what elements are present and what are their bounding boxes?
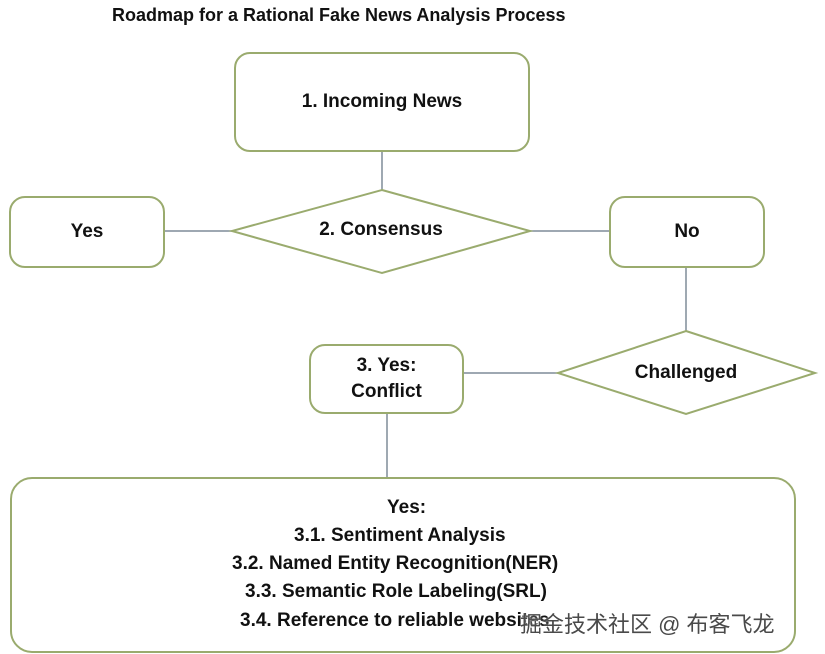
incoming-news-node: 1. Incoming News xyxy=(234,52,530,152)
yes-label: Yes xyxy=(70,221,104,242)
analysis-item-ner: 3.2. Named Entity Recognition(NER) xyxy=(232,553,559,574)
conflict-label-line2: Conflict xyxy=(351,381,422,402)
analysis-item-reference: 3.4. Reference to reliable websites xyxy=(240,610,550,631)
diagram-title: Roadmap for a Rational Fake News Analysi… xyxy=(112,5,566,25)
analysis-header: Yes: xyxy=(387,497,427,518)
conflict-label-line1: 3. Yes: xyxy=(356,355,417,377)
consensus-diamond xyxy=(228,188,534,275)
analysis-item-srl: 3.3. Semantic Role Labeling(SRL) xyxy=(245,581,547,602)
analysis-item-sentiment: 3.1. Sentiment Analysis xyxy=(294,525,506,546)
challenged-label: Challenged xyxy=(634,362,738,383)
no-node: No xyxy=(609,196,765,268)
incoming-news-label: 1. Incoming News xyxy=(301,91,463,112)
yes-node: Yes xyxy=(9,196,165,268)
analysis-steps-box xyxy=(10,477,796,653)
no-label: No xyxy=(674,221,700,242)
watermark: 掘金技术社区 @ 布客飞龙 xyxy=(520,612,775,637)
consensus-label: 2. Consensus xyxy=(319,219,443,240)
challenged-diamond xyxy=(554,329,819,416)
conflict-node: 3. Yes: Conflict xyxy=(309,344,464,414)
